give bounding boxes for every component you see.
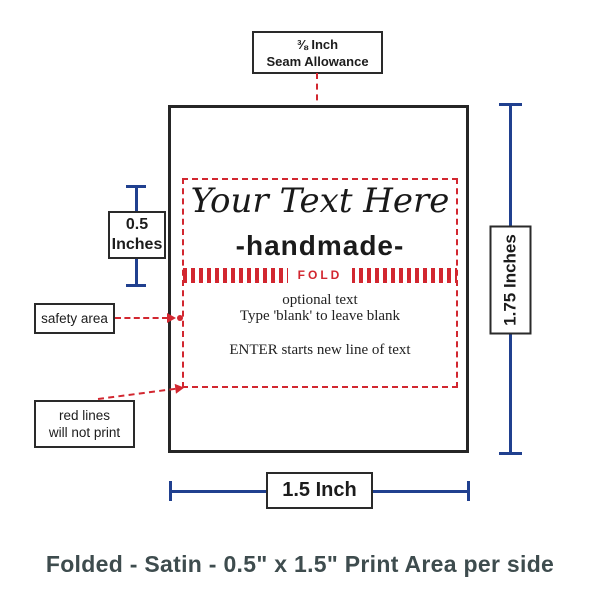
caption-text: Folded - Satin - 0.5" x 1.5" Print Area … bbox=[45, 551, 555, 577]
red-lines-line2: will not print bbox=[48, 425, 121, 440]
right-measure-cap-top bbox=[499, 103, 522, 106]
enter-hint-text: ENTER starts new line of text bbox=[229, 342, 411, 358]
bottom-measure-cap-left bbox=[169, 481, 172, 501]
safety-area-outline bbox=[182, 178, 458, 388]
bottom-measure-label: 1.5 Inch bbox=[266, 472, 373, 509]
your-text-here-sample: Your Text Here bbox=[190, 181, 450, 221]
right-measure-label: 1.75 Inches bbox=[489, 225, 532, 335]
safety-area-callout: safety area bbox=[34, 303, 115, 334]
safety-area-arrowhead-icon bbox=[167, 313, 176, 323]
safety-area-arrow-dot bbox=[177, 315, 183, 321]
right-measure-cap-bottom bbox=[499, 452, 522, 455]
red-lines-arrowhead-icon bbox=[174, 382, 185, 394]
fold-label: FOLD bbox=[287, 268, 353, 283]
seam-allowance-line1: ⅜ Inch bbox=[296, 36, 339, 52]
seam-allowance-line2: Seam Allowance bbox=[266, 53, 369, 69]
safety-area-arrow-line bbox=[115, 317, 168, 319]
left-measure-cap-top bbox=[126, 185, 146, 188]
fold-stripe-band: FOLD bbox=[183, 268, 457, 283]
left-measure-cap-bottom bbox=[126, 284, 146, 287]
optional-text-line1: optional text bbox=[282, 292, 358, 308]
left-measure-label: 0.5 Inches bbox=[108, 211, 166, 259]
seam-allowance-callout: ⅜ Inch Seam Allowance bbox=[252, 31, 383, 74]
bottom-measure-cap-right bbox=[467, 481, 470, 501]
red-lines-line1: red lines bbox=[58, 408, 111, 423]
red-lines-arrow-line bbox=[97, 382, 185, 400]
red-lines-callout: red lines will not print bbox=[34, 400, 135, 448]
handmade-sample-text: -handmade- bbox=[235, 230, 405, 261]
optional-text-line2: Type 'blank' to leave blank bbox=[239, 308, 401, 324]
